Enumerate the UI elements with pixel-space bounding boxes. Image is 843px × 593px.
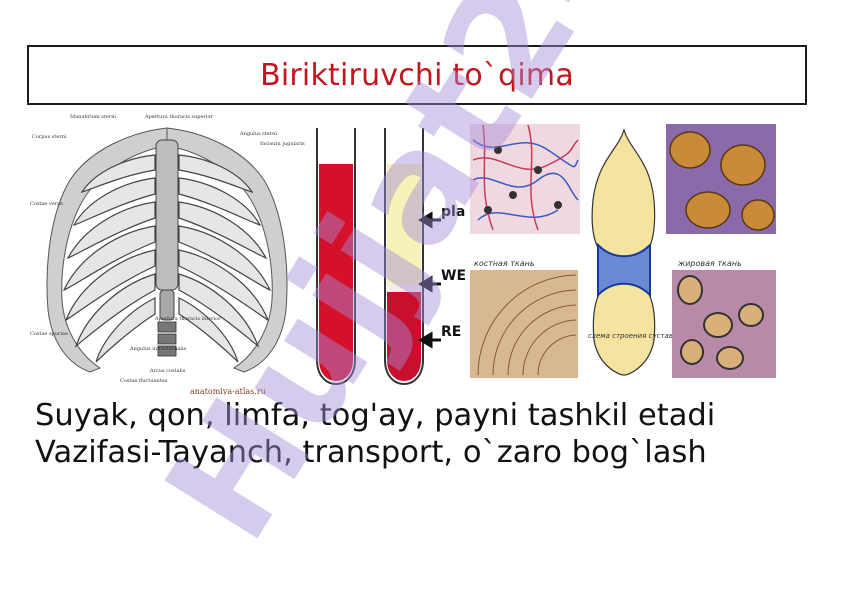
svg-text:Angulus sterni: Angulus sterni bbox=[239, 131, 277, 137]
label-fat-tissue: жировая ткань bbox=[677, 259, 742, 268]
svg-text:Costae fluctuantes: Costae fluctuantes bbox=[120, 378, 168, 384]
ribcage-illustration: Manubrium sterni Corpus sterni Apertura … bbox=[30, 114, 305, 395]
tube-label-plasma: pla bbox=[441, 204, 465, 220]
image-credit: anatomiya-atlas.ru bbox=[190, 387, 266, 395]
svg-text:Apertura thoracis superior: Apertura thoracis superior bbox=[144, 114, 213, 120]
svg-text:Apertura thoracis inferior: Apertura thoracis inferior bbox=[154, 316, 221, 322]
blood-tubes-illustration: pla WE RE bbox=[316, 128, 465, 385]
title-box: Biriktiruvchi to`qima bbox=[27, 45, 807, 105]
svg-text:Incisura jugularis: Incisura jugularis bbox=[260, 141, 305, 147]
tissue-collage: костная ткань схема строения сустава жир… bbox=[470, 124, 776, 378]
svg-text:Angulus infrasternalis: Angulus infrasternalis bbox=[129, 346, 187, 352]
svg-text:Costae spuriae: Costae spuriae bbox=[30, 331, 68, 337]
tube-label-red: RE bbox=[441, 324, 461, 340]
svg-text:Corpus sterni: Corpus sterni bbox=[32, 134, 67, 140]
body-line-1: Suyak, qon, limfa, tog'ay, payni tashkil… bbox=[35, 398, 716, 433]
tube-label-white: WE bbox=[441, 268, 465, 284]
svg-text:Manubrium sterni: Manubrium sterni bbox=[70, 114, 116, 120]
slide-body: Suyak, qon, limfa, tog'ay, payni tashkil… bbox=[35, 398, 795, 471]
slide-title: Biriktiruvchi to`qima bbox=[260, 57, 574, 93]
label-bone-tissue: костная ткань bbox=[474, 259, 535, 268]
body-line-2: Vazifasi-Tayanch, transport, o`zaro bog`… bbox=[35, 434, 707, 470]
svg-text:Costae verae: Costae verae bbox=[30, 201, 63, 207]
label-joint-diagram: схема строения сустава bbox=[588, 332, 677, 340]
svg-text:Arcus costalis: Arcus costalis bbox=[149, 368, 186, 374]
